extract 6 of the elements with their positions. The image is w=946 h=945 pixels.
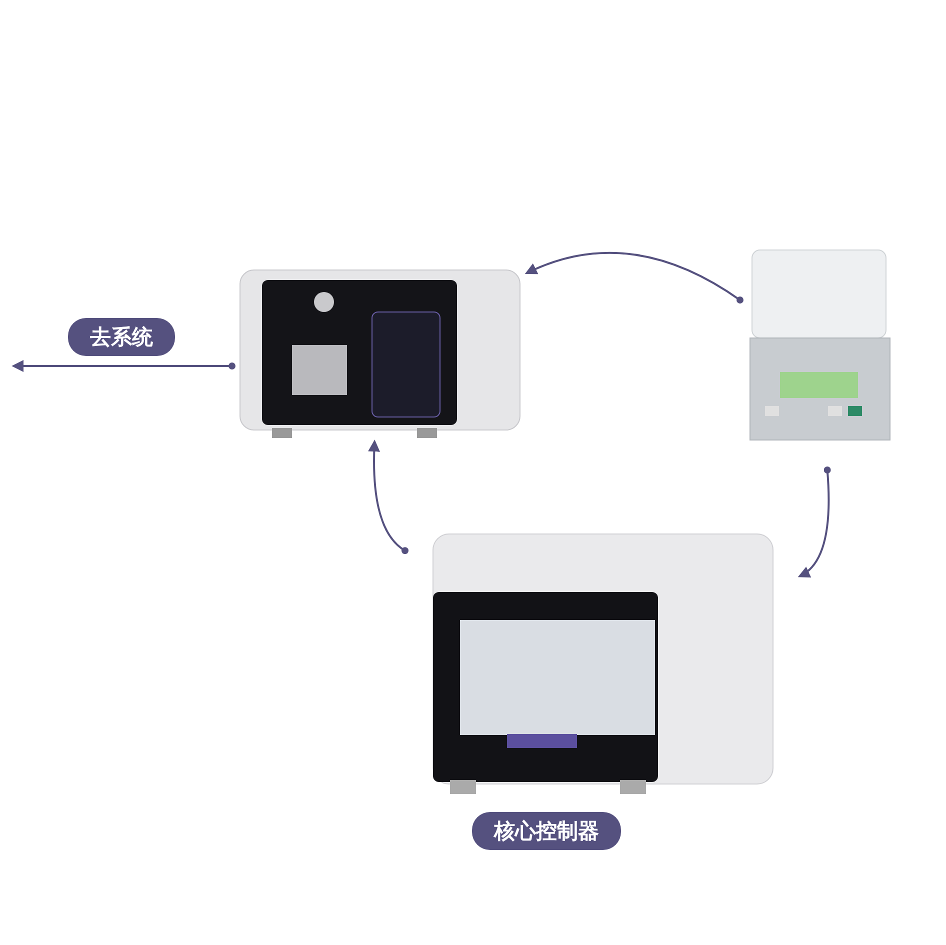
caption-pill: 核心控制器 [472,812,621,850]
arrow [368,440,408,554]
arrow [524,252,744,304]
arrow [12,360,236,372]
arrow [798,466,831,578]
edge-label: 去系统 [68,318,175,356]
